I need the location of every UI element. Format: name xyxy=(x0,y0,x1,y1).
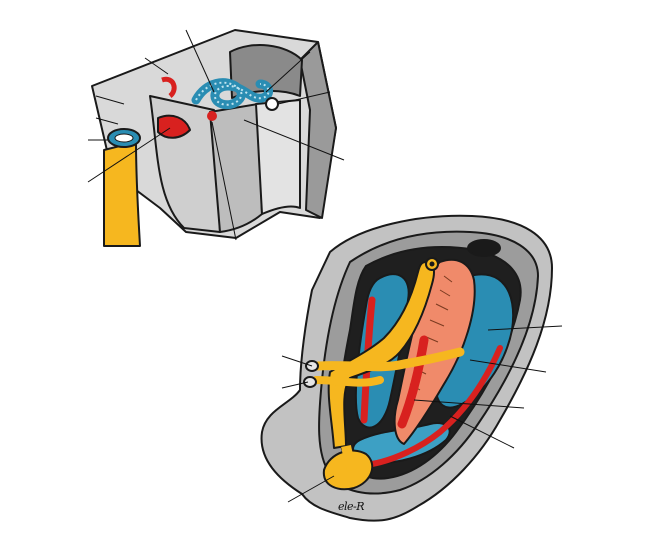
upper-nerve-trunk xyxy=(103,141,141,247)
lower-nerve-cut-end-inner xyxy=(429,261,435,267)
leader-line xyxy=(469,359,547,373)
leader-line xyxy=(487,325,563,331)
artist-signature: ele-R xyxy=(338,500,365,513)
leader-line xyxy=(243,119,345,161)
lower-yellow-nerve-main xyxy=(327,261,435,449)
upper-cutaway-view xyxy=(87,29,345,247)
leader-line xyxy=(95,117,119,125)
leader-line xyxy=(185,29,215,93)
lower-yellow-nerve-branch-2 xyxy=(312,376,384,387)
leader-line xyxy=(281,381,309,389)
upper-red-vessel xyxy=(157,114,191,139)
upper-column-mid xyxy=(209,103,263,233)
leader-line xyxy=(211,121,237,241)
leader-line xyxy=(95,95,125,105)
leader-line xyxy=(281,355,313,367)
lower-yellow-nerve-branch xyxy=(313,347,465,372)
lower-entry-knob xyxy=(303,376,317,388)
upper-red-squiggle xyxy=(161,76,177,98)
leader-line xyxy=(287,475,335,503)
leader-line xyxy=(449,415,515,449)
upper-coiled-duct-core xyxy=(195,81,270,106)
leader-line xyxy=(87,127,171,183)
leader-line xyxy=(265,51,311,93)
lower-yellow-trunk-down xyxy=(341,445,357,472)
upper-column-right xyxy=(255,99,301,215)
leader-line xyxy=(277,91,331,105)
lower-top-opening xyxy=(467,239,501,257)
leader-line xyxy=(413,399,525,409)
lower-cutaway-view xyxy=(260,214,563,522)
lower-red-vessel-right xyxy=(369,345,503,467)
leader-line xyxy=(144,57,169,75)
lower-red-vessel-mid xyxy=(397,335,429,429)
upper-small-vessel xyxy=(265,97,279,111)
upper-tube-lumen xyxy=(114,133,134,143)
upper-red-dot xyxy=(207,111,217,121)
